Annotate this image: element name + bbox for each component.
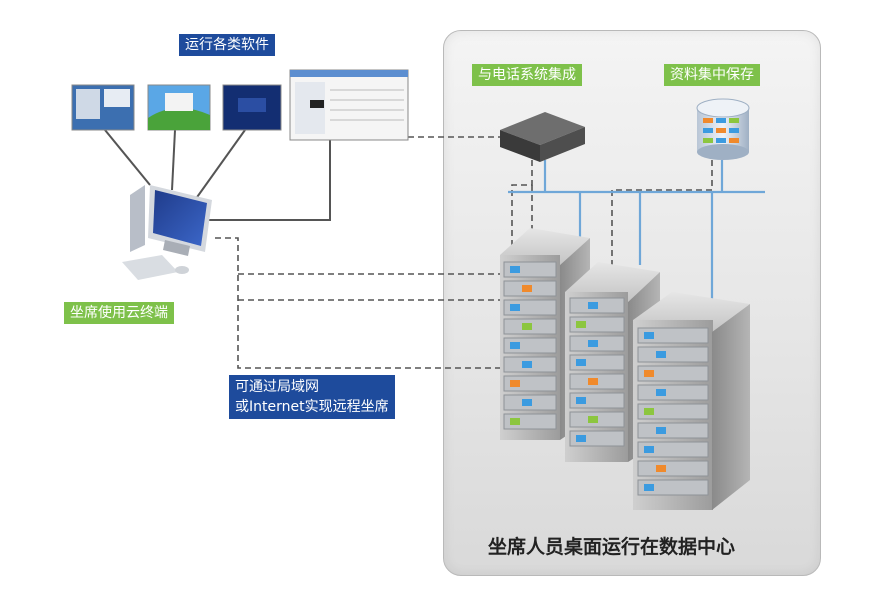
terminal-links (104, 129, 331, 221)
server-rack-3 (633, 292, 750, 510)
label-remote-line-1: 可通过局域网 (235, 379, 319, 395)
label-phone-integration: 与电话系统集成 (472, 64, 582, 86)
label-run-software: 运行各类软件 (179, 34, 275, 56)
database-icon (696, 98, 750, 160)
rack-leds (503, 261, 709, 496)
datacenter-title: 坐席人员桌面运行在数据中心 (488, 536, 736, 558)
label-data-storage: 资料集中保存 (664, 64, 760, 86)
label-seat-terminal: 坐席使用云终端 (64, 302, 174, 324)
label-remote-access: 可通过局域网 或Internet实现远程坐席 (229, 375, 395, 419)
screenshot-desktop-3 (222, 84, 282, 131)
screenshot-desktop-2 (147, 84, 211, 131)
thin-client-computer-icon (122, 185, 212, 280)
phone-server-icon (500, 112, 585, 162)
screenshot-desktop-1 (71, 84, 135, 131)
network-lines (508, 160, 765, 310)
label-remote-line-2: 或Internet实现远程坐席 (235, 399, 389, 415)
screenshot-app (289, 69, 409, 141)
